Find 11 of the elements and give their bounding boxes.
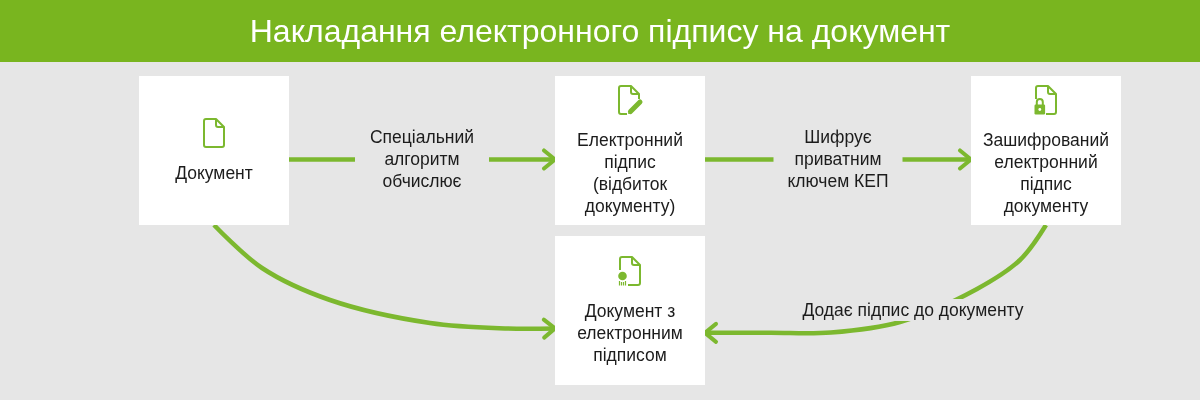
step-text: Зашифрований електронний підпис документу [982,128,1110,217]
process-box [139,76,289,225]
step-text: Документ [175,161,253,184]
title-text: Накладання електронного підпису на документ [249,12,951,50]
process-box [971,76,1121,225]
step-text: Електронний підпис (відбиток документу) [576,128,684,217]
step-text: Документ з електронним підписом [576,299,684,366]
arrow [212,223,557,340]
process-box [555,76,705,225]
arrow [703,223,1048,344]
process-box [555,236,705,385]
